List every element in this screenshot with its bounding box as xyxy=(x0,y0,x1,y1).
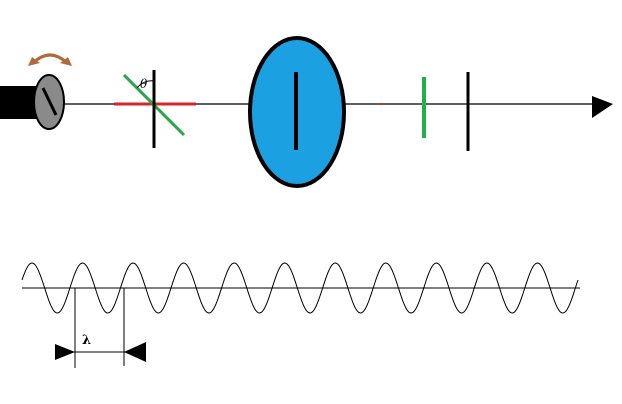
polarizer: θ xyxy=(114,70,196,148)
lens xyxy=(248,36,346,188)
red-dot xyxy=(380,103,382,105)
sine-wave xyxy=(21,262,579,314)
torch-slit xyxy=(41,87,58,116)
wavelength-arrow-right xyxy=(124,342,146,362)
light-source xyxy=(0,74,65,130)
wavelength-label: λ xyxy=(82,333,91,348)
angle-arc xyxy=(136,80,155,89)
wavelength-arrow-left xyxy=(55,344,75,360)
wavelength-marker: λ xyxy=(55,288,146,368)
rotation-arrow-icon xyxy=(28,53,72,66)
axis-arrowhead xyxy=(592,96,613,118)
angle-label: θ xyxy=(140,77,148,91)
